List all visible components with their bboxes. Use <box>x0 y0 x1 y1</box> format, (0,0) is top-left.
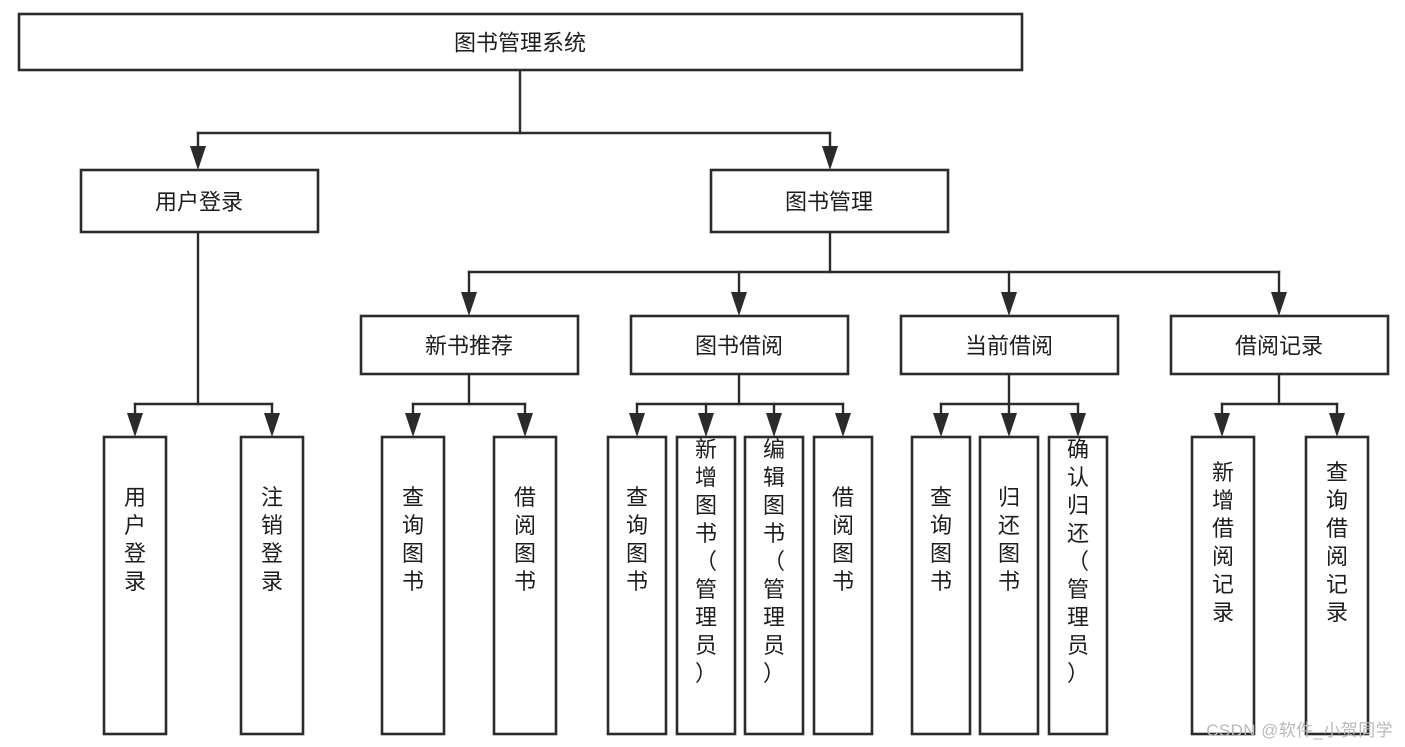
arrow-bm-to-borrow-record <box>1271 292 1287 316</box>
node-current-borrow-box[interactable] <box>899 314 1120 376</box>
leaf-user-login-box[interactable] <box>102 435 168 736</box>
node-new-book-recommend-label: 新书推荐 <box>425 334 513 359</box>
leaf-node-user-login[interactable]: 用户登录 <box>102 435 168 736</box>
leaf-node-query-record[interactable]: 查询借阅记录 <box>1304 435 1370 736</box>
leaf-confirm-return-label: 确认归还（管理员） <box>1067 437 1089 686</box>
leaf-add-record-box[interactable] <box>1190 435 1256 736</box>
arrow-bb-b4 <box>835 413 851 437</box>
leaf-logout-box[interactable] <box>239 435 305 736</box>
leaf-query-book-2-box[interactable] <box>606 435 668 736</box>
connector-group-book-management <box>461 230 1287 316</box>
node-root[interactable]: 图书管理系统 <box>17 12 1024 72</box>
node-book-management[interactable]: 图书管理 <box>709 168 950 234</box>
leaf-node-borrow-book-1[interactable]: 借阅图书 <box>492 435 558 736</box>
leaf-borrow-book-1-label: 借阅图书 <box>514 485 536 594</box>
leaf-node-borrow-book-2[interactable]: 借阅图书 <box>812 435 874 736</box>
node-book-borrow-box[interactable] <box>629 314 850 376</box>
node-borrow-record[interactable]: 借阅记录 <box>1169 314 1390 376</box>
arrow-user-login-b1 <box>127 413 143 437</box>
node-book-management-box[interactable] <box>709 168 950 234</box>
leaf-query-book-1-label: 查询图书 <box>402 485 424 594</box>
leaf-query-record-box[interactable] <box>1304 435 1370 736</box>
leaf-node-edit-book[interactable]: 编辑图书（管理员） <box>743 435 805 736</box>
leaf-query-book-3-label: 查询图书 <box>930 485 952 594</box>
leaf-edit-book-label: 编辑图书（管理员） <box>763 437 785 686</box>
leaf-node-logout[interactable]: 注销登录 <box>239 435 305 736</box>
arrow-bb-b3 <box>766 413 782 437</box>
csdn-watermark: CSDN @软件_小贺同学 <box>1206 721 1393 740</box>
leaf-node-confirm-return[interactable]: 确认归还（管理员） <box>1047 435 1109 736</box>
arrow-bm-to-current-borrow <box>1001 292 1017 316</box>
leaf-confirm-return-box[interactable] <box>1047 435 1109 736</box>
node-root-label: 图书管理系统 <box>454 31 586 56</box>
connector-group-book-borrow <box>629 372 851 437</box>
leaf-borrow-book-2-label: 借阅图书 <box>832 485 854 594</box>
arrow-nbr-b1 <box>405 413 421 437</box>
arrow-nbr-b2 <box>517 413 533 437</box>
leaf-add-book-label: 新增图书（管理员） <box>695 437 717 686</box>
node-current-borrow[interactable]: 当前借阅 <box>899 314 1120 376</box>
leaf-return-book-box[interactable] <box>978 435 1040 736</box>
arrow-bm-to-book-borrow <box>731 292 747 316</box>
node-book-borrow-label: 图书借阅 <box>695 334 783 359</box>
leaf-node-query-book-2[interactable]: 查询图书 <box>606 435 668 736</box>
node-user-login-box[interactable] <box>79 168 320 234</box>
leaf-add-book-box[interactable] <box>675 435 737 736</box>
node-user-login[interactable]: 用户登录 <box>79 168 320 234</box>
node-borrow-record-label: 借阅记录 <box>1235 334 1323 359</box>
node-borrow-record-box[interactable] <box>1169 314 1390 376</box>
node-new-book-recommend-box[interactable] <box>359 314 580 376</box>
arrow-root-to-book-management <box>822 146 838 170</box>
leaf-query-book-3-box[interactable] <box>910 435 972 736</box>
leaf-query-book-2-label: 查询图书 <box>626 485 648 594</box>
connector-group-root <box>190 68 838 170</box>
connector-group-user-login <box>127 230 280 437</box>
arrow-bb-b2 <box>698 413 714 437</box>
arrow-cb-b3 <box>1070 413 1086 437</box>
arrow-br-b2 <box>1329 413 1345 437</box>
connector-group-new-book-recommend <box>405 372 533 437</box>
leaf-node-query-book-1[interactable]: 查询图书 <box>380 435 446 736</box>
leaf-node-add-book[interactable]: 新增图书（管理员） <box>675 435 737 736</box>
node-root-box[interactable] <box>17 12 1024 72</box>
leaf-node-add-record[interactable]: 新增借阅记录 <box>1190 435 1256 736</box>
connector-group-current-borrow <box>933 372 1086 437</box>
leaf-logout-label: 注销登录 <box>261 485 283 594</box>
leaf-borrow-book-2-box[interactable] <box>812 435 874 736</box>
connector-group-borrow-record <box>1214 372 1345 437</box>
node-current-borrow-label: 当前借阅 <box>965 334 1053 359</box>
leaf-add-record-label: 新增借阅记录 <box>1212 460 1234 625</box>
arrow-bb-b1 <box>629 413 645 437</box>
arrow-cb-b1 <box>933 413 949 437</box>
leaf-return-book-label: 归还图书 <box>998 485 1020 594</box>
leaf-borrow-book-1-box[interactable] <box>492 435 558 736</box>
arrow-cb-b2 <box>1001 413 1017 437</box>
leaf-node-return-book[interactable]: 归还图书 <box>978 435 1040 736</box>
node-book-borrow[interactable]: 图书借阅 <box>629 314 850 376</box>
node-book-management-label: 图书管理 <box>785 190 873 215</box>
arrow-user-login-b2 <box>264 413 280 437</box>
arrow-br-b1 <box>1214 413 1230 437</box>
leaf-edit-book-box[interactable] <box>743 435 805 736</box>
arrow-bm-to-new-book-recommend <box>461 292 477 316</box>
node-new-book-recommend[interactable]: 新书推荐 <box>359 314 580 376</box>
leaf-user-login-label: 用户登录 <box>124 485 146 594</box>
leaf-node-query-book-3[interactable]: 查询图书 <box>910 435 972 736</box>
arrow-root-to-user-login <box>190 146 206 170</box>
leaf-query-record-label: 查询借阅记录 <box>1326 460 1348 625</box>
node-user-login-label: 用户登录 <box>155 190 243 215</box>
leaf-query-book-1-box[interactable] <box>380 435 446 736</box>
